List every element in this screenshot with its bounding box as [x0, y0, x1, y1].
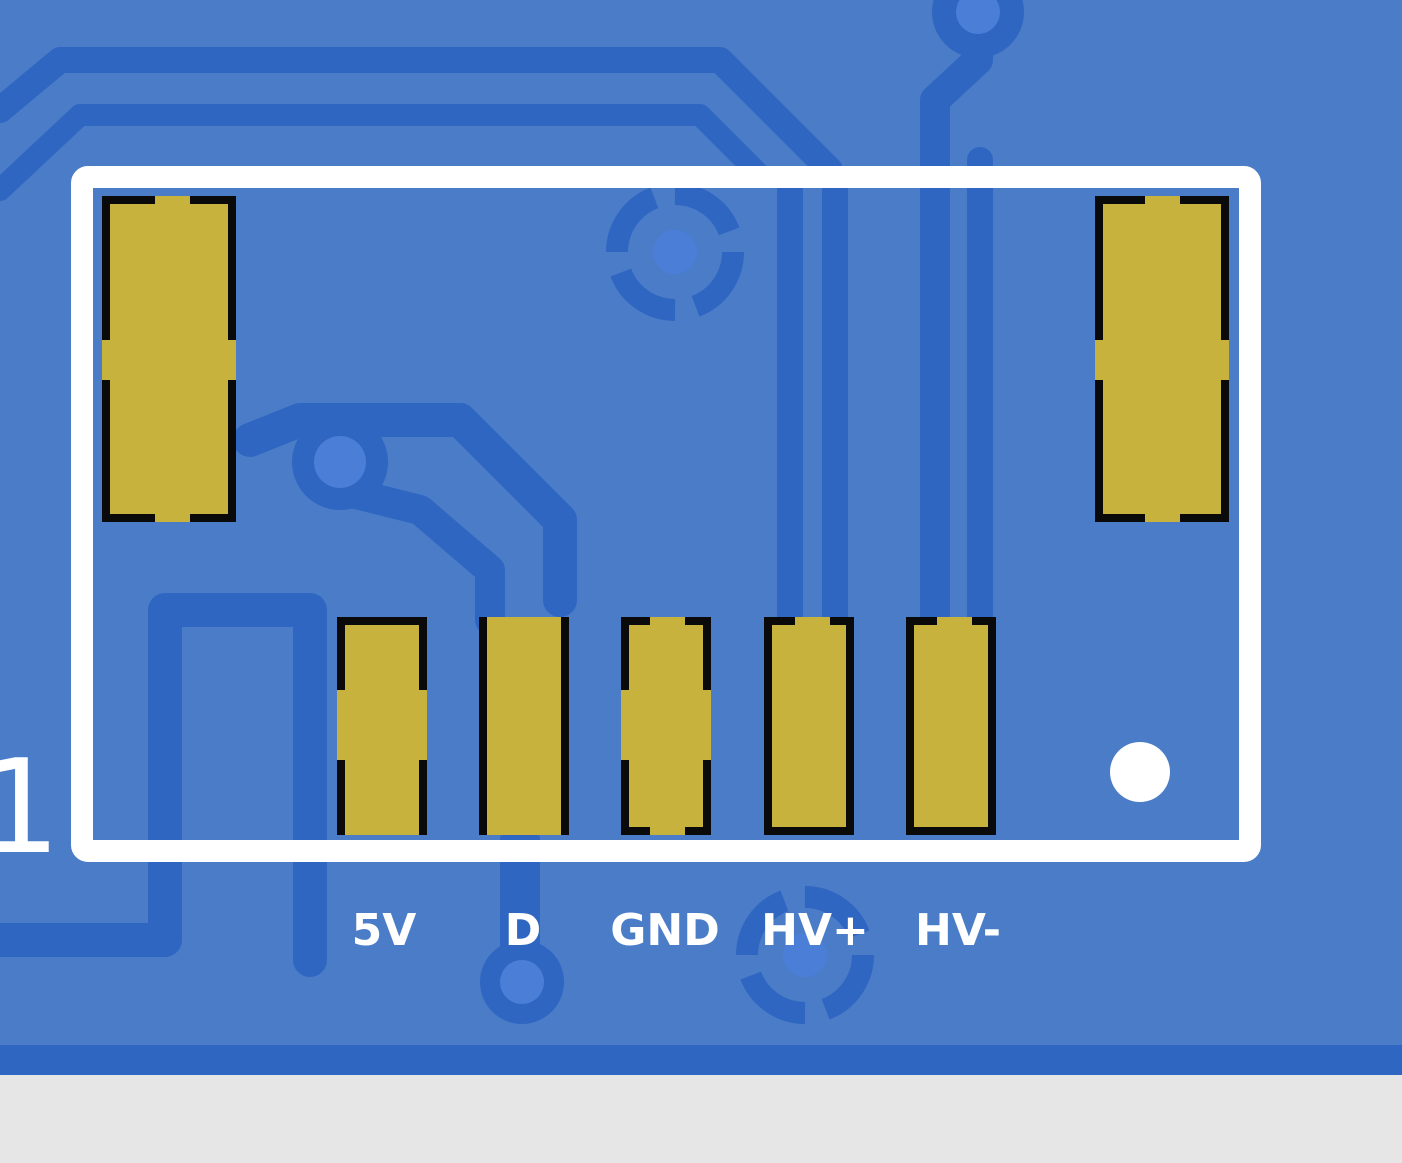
mounting-pad-left — [102, 196, 236, 522]
trace-top-outer — [0, 47, 843, 183]
pad-5v — [337, 617, 427, 835]
reference-designator-fragment: 1 — [0, 731, 61, 883]
pin1-marker-dot — [1110, 742, 1170, 802]
mounting-pads — [102, 196, 1229, 522]
trace-via-left — [233, 403, 577, 617]
silkscreen-outline — [71, 166, 1261, 862]
pad-hv-plus — [764, 617, 854, 835]
pin-label-d: D — [505, 905, 542, 956]
signal-pads — [337, 617, 996, 835]
pin-label-5v: 5V — [352, 905, 417, 956]
pin-labels: 5V D GND HV+ HV- — [352, 905, 1001, 956]
pin-label-hv-plus: HV+ — [761, 905, 869, 956]
pad-hv-minus — [906, 617, 996, 835]
pin-label-gnd: GND — [610, 905, 719, 956]
trace-via-left-inner — [325, 475, 505, 635]
thermal-via-top — [606, 183, 744, 321]
via-bottom-d-hole — [500, 960, 544, 1004]
via-left-hole — [314, 436, 366, 488]
pad-d — [479, 617, 569, 835]
mounting-pad-right — [1095, 196, 1229, 522]
trace-left-loop — [0, 593, 327, 977]
off-board-area — [0, 1075, 1402, 1158]
via-top-right-hole — [956, 0, 1000, 34]
pin-label-hv-minus: HV- — [915, 905, 1001, 956]
pad-gnd — [621, 617, 711, 835]
trace-top-inner — [0, 104, 771, 201]
thermal-via-bottom — [736, 886, 874, 1024]
vias — [292, 0, 1024, 1024]
